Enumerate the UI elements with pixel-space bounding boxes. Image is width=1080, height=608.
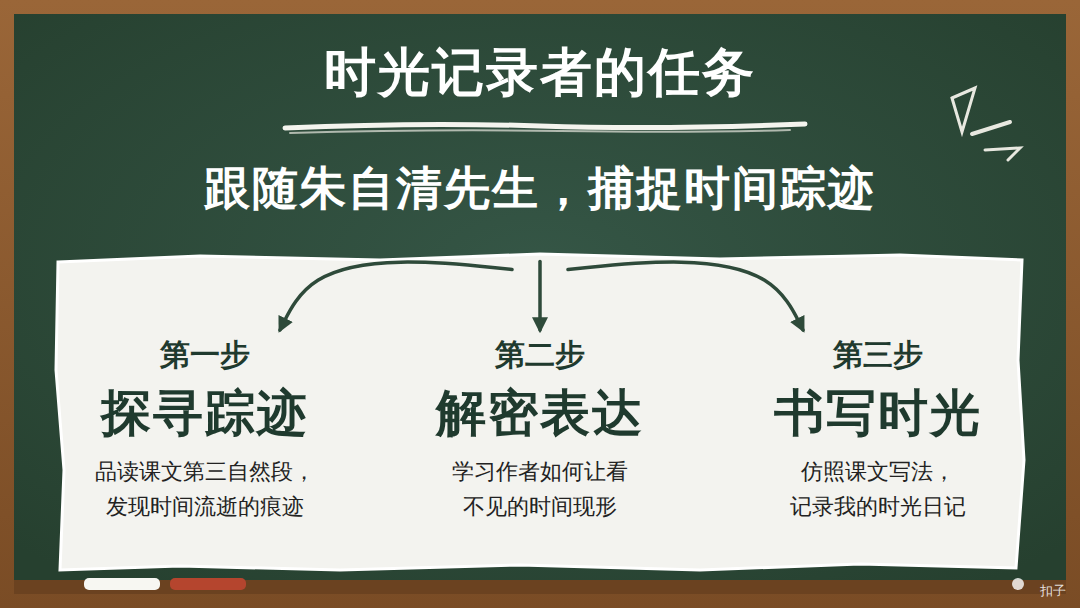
subtitle-header: 跟随朱自清先生，捕捉时间踪迹 — [60, 160, 1020, 260]
title: 时光记录者的任务 — [0, 38, 1080, 108]
step-body: 仿照课文写法， 记录我的时光日记 — [787, 454, 969, 524]
step-heading: 解密表达 — [390, 382, 690, 445]
chalk-stick — [84, 578, 160, 590]
title-underline — [285, 124, 805, 128]
step-label: 第一步 — [55, 336, 355, 374]
step-heading: 书写时光 — [728, 382, 1028, 445]
chalk-stick — [170, 578, 246, 590]
step-heading: 探寻踪迹 — [55, 382, 355, 445]
chalk-doodle — [985, 148, 1020, 160]
step-body: 品读课文第三自然段， 发现时间流逝的痕迹 — [91, 454, 319, 524]
step-label: 第三步 — [728, 336, 1028, 374]
chalk-doodle — [952, 88, 975, 132]
watermark: 扣子 — [1040, 582, 1066, 600]
step-node: 第一步探寻踪迹品读课文第三自然段， 发现时间流逝的痕迹 — [55, 336, 355, 524]
step-body: 学习作者如何让看 不见的时间现形 — [447, 454, 633, 524]
flow-arrow — [280, 262, 512, 330]
flow-arrow — [568, 262, 803, 330]
step-node: 第三步书写时光仿照课文写法， 记录我的时光日记 — [728, 336, 1028, 524]
step-label: 第二步 — [390, 336, 690, 374]
watermark-icon — [1012, 578, 1024, 590]
subtitle: 跟随朱自清先生，捕捉时间踪迹 — [60, 160, 1020, 218]
chalk-doodle — [972, 122, 1010, 134]
step-node: 第二步解密表达学习作者如何让看 不见的时间现形 — [390, 336, 690, 524]
flow-arrow — [538, 262, 542, 331]
title-underline — [290, 130, 790, 133]
